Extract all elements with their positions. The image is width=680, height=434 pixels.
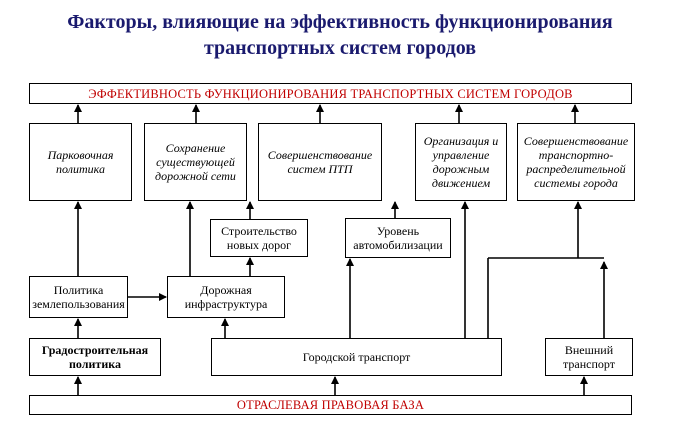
external-transport-box: Внешний транспорт xyxy=(545,338,633,376)
new-roads-box: Строительство новых дорог xyxy=(210,219,308,257)
traffic-management-box: Организация и управление дорожным движен… xyxy=(415,123,507,201)
efficiency-bar: ЭФФЕКТИВНОСТЬ ФУНКЦИОНИРОВАНИЯ ТРАНСПОРТ… xyxy=(29,83,632,104)
legal-base-bar: ОТРАСЛЕВАЯ ПРАВОВАЯ БАЗА xyxy=(29,395,632,415)
city-transport-box: Городской транспорт xyxy=(211,338,502,376)
diagram-title-line1: Факторы, влияющие на эффективность функц… xyxy=(67,11,613,33)
distribution-system-box: Совершенствование транспортно-распредели… xyxy=(517,123,635,201)
preserve-network-box: Сохранение существующей дорожной сети xyxy=(144,123,247,201)
land-use-box: Политика землепользования xyxy=(29,276,128,318)
parking-policy-box: Парковочная политика xyxy=(29,123,132,201)
urban-policy-box: Градостроительная политика xyxy=(29,338,161,376)
road-infrastructure-box: Дорожная инфраструктура xyxy=(167,276,285,318)
diagram-title-line2: транспортных систем городов xyxy=(203,37,477,59)
motorization-box: Уровень автомобилизации xyxy=(345,218,451,258)
public-transport-box: Совершенствование систем ПТП xyxy=(258,123,382,201)
